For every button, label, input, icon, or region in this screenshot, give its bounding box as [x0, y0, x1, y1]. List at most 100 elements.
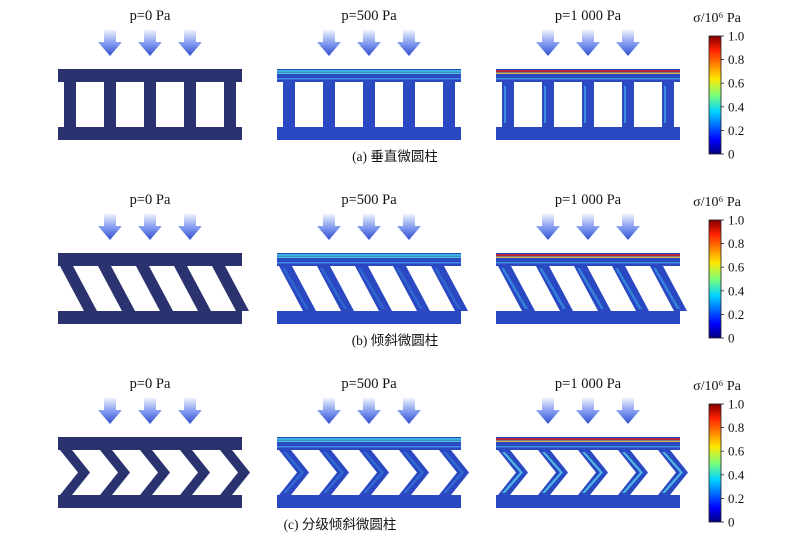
colorbar: σ/10⁶ Pa1.00.80.60.40.20 — [693, 11, 745, 162]
section-caption: (c) 分级倾斜微圆柱 — [284, 517, 397, 532]
graded-pillar — [140, 450, 170, 495]
micro-pillar — [662, 82, 674, 127]
inclined-pillar — [393, 266, 430, 311]
stress-band — [496, 72, 680, 74]
section-caption: (b) 倾斜微圆柱 — [352, 333, 439, 348]
stress-streak — [584, 86, 586, 123]
colorbar-tick-label: 0.6 — [728, 260, 745, 275]
colorbar-scale — [708, 403, 722, 523]
stress-streak — [544, 86, 546, 123]
inclined-pillar — [60, 266, 97, 311]
stress-streak — [320, 268, 347, 309]
graded-pillar — [319, 450, 349, 495]
graded-pillar — [538, 450, 568, 495]
colorbar-scale — [708, 219, 722, 339]
inclined-pillar — [136, 266, 173, 311]
colorbar-tick-label: 0.6 — [728, 444, 745, 459]
graded-pillar — [439, 450, 469, 495]
micro-pillar — [224, 82, 236, 127]
stress-band — [277, 446, 461, 448]
micro-pillar — [363, 82, 375, 127]
micro-pillar — [403, 82, 415, 127]
pressure-label: p=500 Pa — [341, 8, 397, 24]
stress-band — [496, 70, 680, 72]
pressure-arrow-icon — [317, 398, 341, 424]
stress-band — [277, 78, 461, 80]
colorbar-title: σ/10⁶ Pa — [693, 379, 742, 394]
pressure-arrow-icon — [576, 214, 600, 240]
pressure-arrow-icon — [98, 214, 122, 240]
pressure-arrow-icon — [536, 398, 560, 424]
colorbar-tick-label: 0.8 — [728, 52, 744, 67]
micro-pillar — [184, 82, 196, 127]
micro-pillar — [64, 82, 76, 127]
stress-streak — [664, 86, 666, 123]
pressure-arrow-icon — [357, 30, 381, 56]
colorbar-title: σ/10⁶ Pa — [693, 11, 742, 26]
graded-pillar — [279, 450, 309, 495]
colorbar: σ/10⁶ Pa1.00.80.60.40.20 — [693, 195, 745, 346]
stress-band — [496, 438, 680, 440]
stress-band — [496, 256, 680, 258]
stress-band — [496, 254, 680, 256]
stress-band — [496, 78, 680, 80]
colorbar-tick-label: 0.4 — [728, 99, 745, 114]
pressure-arrow-icon — [576, 30, 600, 56]
colorbar-tick-label: 0 — [728, 147, 735, 162]
pressure-label: p=1 000 Pa — [555, 192, 622, 208]
graded-pillar — [578, 450, 608, 495]
graded-pillar — [220, 450, 250, 495]
colorbar-tick-label: 0.2 — [728, 491, 744, 506]
bottom-plate — [496, 495, 680, 508]
inclined-pillar — [431, 266, 468, 311]
pressure-arrow-icon — [397, 214, 421, 240]
colorbar-tick-label: 0 — [728, 331, 735, 346]
pressure-label: p=0 Pa — [130, 192, 171, 208]
panel: p=0 Pa — [58, 376, 250, 508]
graded-pillar — [399, 450, 429, 495]
stress-band — [496, 440, 680, 442]
stress-band — [277, 256, 461, 258]
pressure-arrow-icon — [98, 30, 122, 56]
micro-pillar — [502, 82, 514, 127]
colorbar-tick-label: 0.6 — [728, 76, 745, 91]
graded-pillar — [618, 450, 648, 495]
stress-band — [277, 72, 461, 74]
panel: p=1 000 Pa — [496, 8, 680, 140]
pressure-arrow-icon — [536, 214, 560, 240]
section-caption: (a) 垂直微圆柱 — [352, 149, 438, 164]
pressure-arrow-icon — [138, 214, 162, 240]
panel: p=500 Pa — [277, 192, 468, 324]
micro-pillar — [582, 82, 594, 127]
graded-pillar — [359, 450, 389, 495]
colorbar-tick-label: 0.8 — [728, 236, 744, 251]
pressure-arrow-icon — [178, 398, 202, 424]
inclined-pillar — [174, 266, 211, 311]
colorbar-tick-label: 0.2 — [728, 307, 744, 322]
bottom-plate — [496, 311, 680, 324]
colorbar-tick-label: 0.4 — [728, 467, 745, 482]
micro-pillar — [144, 82, 156, 127]
inclined-pillar — [574, 266, 611, 311]
inclined-pillar — [279, 266, 316, 311]
micro-pillar — [283, 82, 295, 127]
bottom-plate — [496, 127, 680, 140]
graded-pillar — [60, 450, 90, 495]
pressure-label: p=1 000 Pa — [555, 376, 622, 392]
stress-band — [496, 446, 680, 448]
top-plate — [58, 69, 242, 82]
bottom-plate — [58, 311, 242, 324]
stress-band — [277, 438, 461, 440]
stress-band — [496, 262, 680, 264]
stress-streak — [624, 86, 626, 123]
pressure-arrow-icon — [536, 30, 560, 56]
graded-pillar — [180, 450, 210, 495]
pressure-label: p=500 Pa — [341, 192, 397, 208]
pressure-label: p=1 000 Pa — [555, 8, 622, 24]
inclined-pillar — [212, 266, 249, 311]
pressure-arrow-icon — [397, 398, 421, 424]
bottom-plate — [58, 495, 242, 508]
pressure-arrow-icon — [357, 398, 381, 424]
